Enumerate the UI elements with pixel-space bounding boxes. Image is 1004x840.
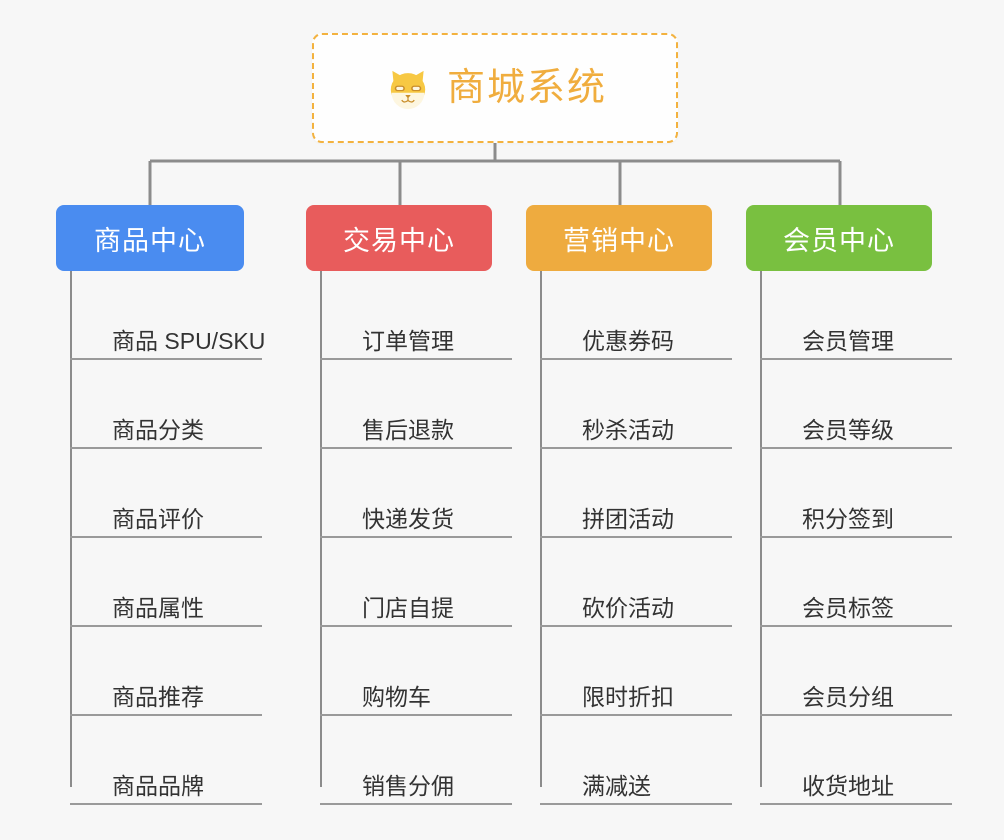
sub-item-label: 商品 SPU/SKU bbox=[112, 327, 266, 354]
sub-item-label: 商品分类 bbox=[112, 416, 204, 443]
sub-item[interactable]: 优惠券码 bbox=[540, 271, 746, 360]
sub-item[interactable]: 商品推荐 bbox=[70, 627, 276, 716]
sub-item-list-1: 订单管理 售后退款 快递发货 门店自提 购物车 销售分佣 bbox=[306, 271, 526, 805]
sub-item[interactable]: 砍价活动 bbox=[540, 538, 746, 627]
category-header-label: 会员中心 bbox=[783, 225, 895, 256]
sub-item-list-0: 商品 SPU/SKU 商品分类 商品评价 商品属性 商品推荐 商品品牌 bbox=[56, 271, 276, 805]
category-column-3: 会员中心 会员管理 会员等级 积分签到 会员标签 会员分组 收货地址 bbox=[746, 205, 966, 805]
sub-item-label: 会员标签 bbox=[802, 594, 894, 621]
category-column-1: 交易中心 订单管理 售后退款 快递发货 门店自提 购物车 销售分佣 bbox=[306, 205, 526, 805]
sub-item[interactable]: 限时折扣 bbox=[540, 627, 746, 716]
sub-item[interactable]: 会员等级 bbox=[760, 360, 966, 449]
sub-item[interactable]: 会员管理 bbox=[760, 271, 966, 360]
category-header-1[interactable]: 交易中心 bbox=[306, 205, 492, 271]
root-title: 商城系统 bbox=[446, 67, 607, 109]
sub-item-label: 限时折扣 bbox=[582, 683, 674, 710]
sub-item[interactable]: 销售分佣 bbox=[320, 716, 526, 805]
sub-item[interactable]: 商品分类 bbox=[70, 360, 276, 449]
category-header-2[interactable]: 营销中心 bbox=[526, 205, 712, 271]
sub-item[interactable]: 会员标签 bbox=[760, 538, 966, 627]
category-column-2: 营销中心 优惠券码 秒杀活动 拼团活动 砍价活动 限时折扣 满减送 bbox=[526, 205, 746, 805]
sub-item-label: 售后退款 bbox=[362, 416, 454, 443]
sub-item-list-2: 优惠券码 秒杀活动 拼团活动 砍价活动 限时折扣 满减送 bbox=[526, 271, 746, 805]
sub-item[interactable]: 门店自提 bbox=[320, 538, 526, 627]
sub-item-label: 商品推荐 bbox=[112, 683, 204, 710]
sub-item-label: 砍价活动 bbox=[582, 594, 674, 621]
sub-item[interactable]: 积分签到 bbox=[760, 449, 966, 538]
sub-item-label: 门店自提 bbox=[362, 594, 454, 621]
sub-item[interactable]: 商品品牌 bbox=[70, 716, 276, 805]
category-header-label: 交易中心 bbox=[343, 225, 455, 256]
sub-item[interactable]: 商品 SPU/SKU bbox=[70, 271, 276, 360]
sub-item-label: 积分签到 bbox=[802, 505, 894, 532]
sub-item-label: 会员管理 bbox=[802, 327, 894, 354]
sub-item-label: 订单管理 bbox=[362, 327, 454, 354]
category-header-label: 商品中心 bbox=[94, 225, 206, 256]
sub-item[interactable]: 商品评价 bbox=[70, 449, 276, 538]
sub-item[interactable]: 商品属性 bbox=[70, 538, 276, 627]
sub-item[interactable]: 秒杀活动 bbox=[540, 360, 746, 449]
sub-item[interactable]: 订单管理 bbox=[320, 271, 526, 360]
category-header-0[interactable]: 商品中心 bbox=[56, 205, 244, 271]
sub-item-label: 优惠券码 bbox=[582, 327, 674, 354]
sub-item-label: 购物车 bbox=[362, 683, 431, 710]
sub-item-label: 拼团活动 bbox=[582, 505, 674, 532]
sub-item-label: 快递发货 bbox=[362, 505, 454, 532]
category-column-0: 商品中心 商品 SPU/SKU 商品分类 商品评价 商品属性 商品推荐 商品品牌 bbox=[56, 205, 276, 805]
sub-item[interactable]: 快递发货 bbox=[320, 449, 526, 538]
sub-item[interactable]: 购物车 bbox=[320, 627, 526, 716]
root-node[interactable]: 商城系统 bbox=[312, 33, 678, 143]
sub-item[interactable]: 售后退款 bbox=[320, 360, 526, 449]
sub-item-label: 商品评价 bbox=[112, 505, 204, 532]
sub-item-label: 收货地址 bbox=[802, 772, 894, 799]
sub-item[interactable]: 拼团活动 bbox=[540, 449, 746, 538]
sub-item[interactable]: 会员分组 bbox=[760, 627, 966, 716]
category-header-3[interactable]: 会员中心 bbox=[746, 205, 932, 271]
sub-item[interactable]: 满减送 bbox=[540, 716, 746, 805]
sub-item-label: 商品属性 bbox=[112, 594, 204, 621]
sub-item[interactable]: 收货地址 bbox=[760, 716, 966, 805]
shiba-inu-dog-face-icon bbox=[390, 70, 426, 110]
sub-item-label: 满减送 bbox=[582, 772, 651, 799]
sub-item-label: 商品品牌 bbox=[112, 772, 204, 799]
sub-item-label: 秒杀活动 bbox=[582, 416, 674, 443]
sub-item-list-3: 会员管理 会员等级 积分签到 会员标签 会员分组 收货地址 bbox=[746, 271, 966, 805]
sub-item-label: 会员等级 bbox=[802, 416, 894, 443]
category-header-label: 营销中心 bbox=[563, 225, 675, 256]
sub-item-label: 销售分佣 bbox=[362, 772, 454, 799]
sub-item-label: 会员分组 bbox=[802, 683, 894, 710]
